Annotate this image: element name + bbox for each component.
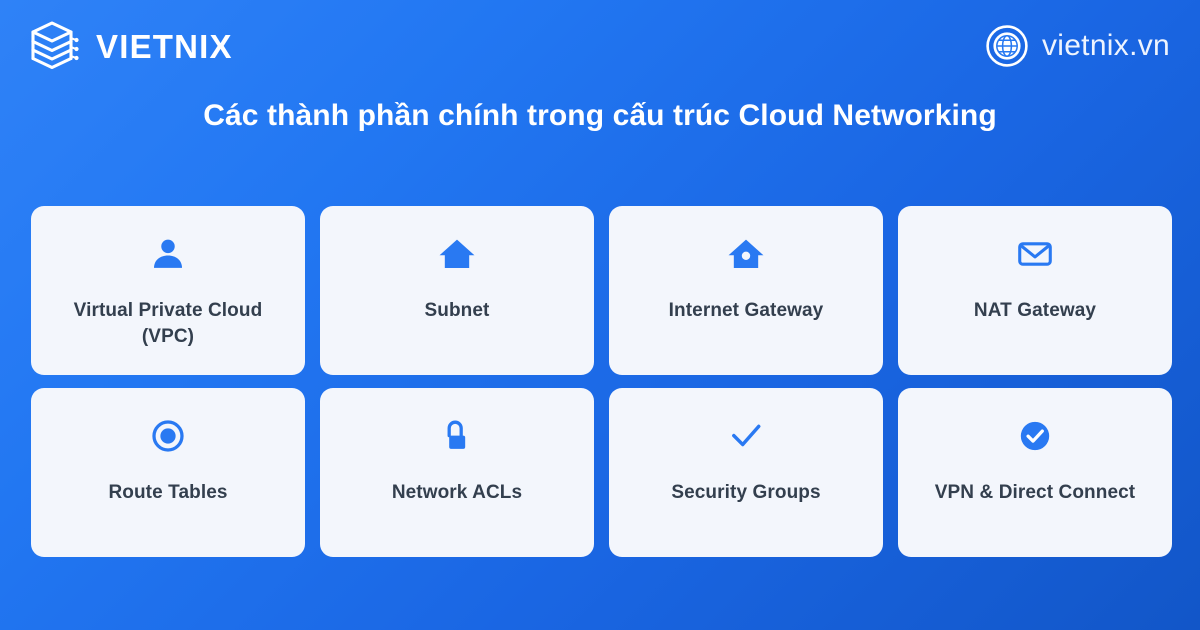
card-network-acls[interactable]: Network ACLs <box>320 388 594 557</box>
card-route-tables[interactable]: Route Tables <box>31 388 305 557</box>
house-icon <box>320 228 594 280</box>
envelope-icon <box>898 228 1172 280</box>
brand-name: VIETNIX <box>96 27 233 65</box>
card-label: Network ACLs <box>391 482 523 503</box>
card-security-groups[interactable]: Security Groups <box>609 388 883 557</box>
card-label: Internet Gateway <box>668 300 824 321</box>
component-card-grid: Virtual Private Cloud (VPC) Subnet Inter… <box>31 206 1173 557</box>
card-label: VPN & Direct Connect <box>934 482 1136 503</box>
card-subnet[interactable]: Subnet <box>320 206 594 375</box>
header: VIETNIX vietnix.vn <box>0 0 1200 92</box>
page-title: Các thành phần chính trong cấu trúc Clou… <box>203 99 997 132</box>
card-label: Subnet <box>424 300 490 321</box>
card-label: Security Groups <box>671 482 821 503</box>
radio-dot-icon <box>31 410 305 462</box>
card-virtual-private-cloud[interactable]: Virtual Private Cloud (VPC) <box>31 206 305 375</box>
card-label: Route Tables <box>108 482 228 503</box>
house-window-icon <box>609 228 883 280</box>
site-url-group[interactable]: vietnix.vn <box>986 25 1170 67</box>
card-nat-gateway[interactable]: NAT Gateway <box>898 206 1172 375</box>
site-url-text: vietnix.vn <box>1041 29 1170 62</box>
card-label: Virtual Private Cloud (VPC) <box>73 300 263 347</box>
check-circle-icon <box>898 410 1172 462</box>
card-label: NAT Gateway <box>973 300 1097 321</box>
globe-icon <box>986 25 1028 67</box>
stacked-layers-icon <box>28 18 82 74</box>
card-vpn-direct-connect[interactable]: VPN & Direct Connect <box>898 388 1172 557</box>
card-internet-gateway[interactable]: Internet Gateway <box>609 206 883 375</box>
person-icon <box>31 228 305 280</box>
check-icon <box>609 410 883 462</box>
unlocked-padlock-icon <box>320 410 594 462</box>
brand-logo-group: VIETNIX <box>28 18 233 74</box>
